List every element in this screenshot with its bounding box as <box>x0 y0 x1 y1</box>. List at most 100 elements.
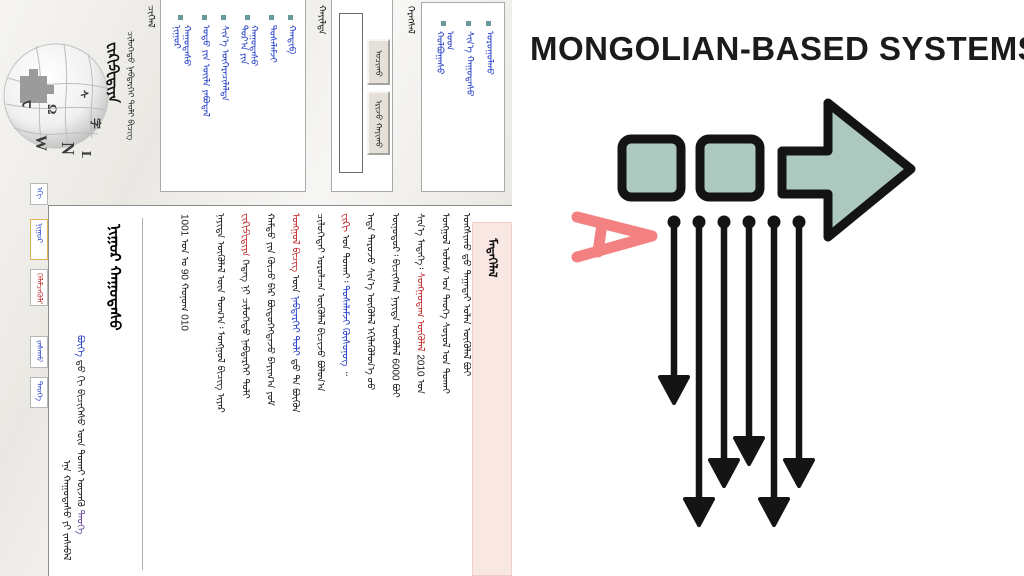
content-column: ᠮᠣᠩᠭᠣᠯ ᠤᠯᠤᠰ ᠤᠨ ᠲᠡᠦᠬᠡ ᠰᠣᠶᠣᠯ ᠤᠨ ᠲᠤᠬᠠᠢ <box>439 213 450 573</box>
text-segment: ᠡᠨᠳᠡ ᠳᠠᠷᠤᠵᠤ ᠰᠢᠨ᠎ᠡ ᠥᠭᠦᠯᠡᠯ ᠡᠬᠢᠯᠡᠭᠦᠯᠦᠨ᠎ᠡ ᠦᠦ <box>364 213 375 391</box>
red-link[interactable]: ᠰᠣᠩᠭᠣᠳᠠᠭ ᠥᠭᠦᠯᠡᠯ <box>414 272 425 352</box>
reading-direction-arrows <box>658 215 815 527</box>
reading-arrow <box>758 215 790 527</box>
sidebar-item-link[interactable]: ᠳᠤᠷ᠎ᠠ ᠶᠢᠨ ᠬᠠᠭᠤᠳᠠᠰᠤ <box>237 25 258 67</box>
tools-panel: ᠬᠣᠯᠪᠣᠭᠠᠰᠤ ᠤᠳ ᠰᠢᠨ᠎ᠡ ᠬᠠᠭᠤᠳᠠᠰᠤ ᠣᠷᠣᠭᠤᠯᠬᠤ <box>421 2 505 192</box>
column-square <box>617 134 686 202</box>
text-segment: ᠳ᠋ᠦ ᠬᠢ ᠪᠢᠴᠢᠭᠡᠰᠦ ᠦᠨ ᠲᠤᠬᠠᠢ ᠦᠵᠡᠬᠦ <box>74 356 85 510</box>
tools-panel-caption: ᠬᠡᠷᠡᠭᠰᠡᠯ <box>405 6 415 34</box>
content-column: ᠴᠢᠯᠦᠭᠡᠲᠡᠢ ᠣᠷᠣᠯᠴᠠᠨ ᠥᠭᠦᠯᠡᠯ ᠪᠢᠴᠢᠵᠦ ᠪᠣᠯᠣᠨ᠎ᠠ <box>314 213 325 573</box>
square-bullet-icon <box>466 21 472 26</box>
tab-extra[interactable]: ᠡᠬᠢ <box>30 183 48 205</box>
content-column: ᠮᠣᠩᠭᠣᠯ ᠪᠢᠴᠢᠭ ᠦᠨ ᠨᠡᠪᠲᠡᠷᠬᠡᠢ ᠲᠣᠯᠢ ᠳ᠋ᠤ ᠲᠠ ᠪᠦ… <box>289 213 300 573</box>
slide-title: MONGOLIAN-BASED SYSTEMS <box>530 30 1024 67</box>
content-column: 1001 ᠣᠨ ᠤ 90 ᠬᠣᠨᠣᠭ 010 <box>178 214 189 364</box>
sidebar-item-1[interactable]: ᠣᠳᠣ ᠶᠢᠨ ᠦᠢᠯᠡ ᠶᠠᠪᠤᠳᠠᠯ <box>200 15 210 120</box>
square-bullet-icon <box>288 15 294 20</box>
tab-history[interactable]: ᠲᠡᠦᠬᠡ <box>30 377 48 408</box>
visited-link[interactable]: ᠲᠡᠦᠬᠡ <box>74 509 85 535</box>
tab-label: ᠡᠬᠢ <box>35 187 44 200</box>
slide-right-half: MONGOLIAN-BASED SYSTEMS <box>512 0 1024 576</box>
tools-item-0[interactable]: ᠬᠣᠯᠪᠣᠭᠠᠰᠤ ᠤᠳ <box>434 21 454 99</box>
search-panel-caption: ᠬᠠᠶᠢᠯᠲᠠ <box>316 5 326 35</box>
text-segment: ᠤᠩᠰᠢᠬᠤ ᠳ᠋ᠤ ᠲᠠᠭᠠᠲᠠᠢ ᠣᠯᠠᠨ ᠥᠭᠦᠯᠡᠯ ᠪᠤᠢ <box>460 213 471 377</box>
sidebar-item-4[interactable]: ᠲᠤᠰᠠᠯᠠᠮᠵᠢ <box>267 15 277 120</box>
svg-text:W: W <box>32 135 49 151</box>
text-segment: 2010 ᠣᠨ <box>414 351 425 395</box>
tools-item-2[interactable]: ᠣᠷᠣᠭᠤᠯᠬᠤ <box>484 21 494 99</box>
red-link[interactable]: ᠸᠢᠺᠢᠫᠧᠳᠢᠶᠠ <box>239 213 250 257</box>
text-segment: ᠳ᠋ᠤ ᠲᠠ ᠪᠦᠬᠦᠨ <box>289 355 300 414</box>
tab-label: ᠨᠢᠭᠤᠷ <box>35 223 44 243</box>
search-input[interactable] <box>339 13 363 173</box>
content-column: ᠡᠨᠳᠡ ᠳᠠᠷᠤᠵᠤ ᠰᠢᠨ᠎ᠡ ᠥᠭᠦᠯᠡᠯ ᠡᠬᠢᠯᠡᠭᠦᠯᠦᠨ᠎ᠡ ᠦᠦ <box>364 213 375 573</box>
column-square <box>695 134 765 202</box>
text-segment: ᠭᠡᠳᠡᠭ ᠨᠢ ᠴᠢᠯᠦᠭᠡᠲᠦ ᠨᠡᠪᠲᠡᠷᠬᠡᠢ ᠲᠣᠯᠢ <box>239 256 250 399</box>
content-column: ᠪᠦᠭᠡ ᠳ᠋ᠦ ᠬᠢ ᠪᠢᠴᠢᠭᠡᠰᠦ ᠦᠨ ᠲᠤᠬᠠᠢ ᠦᠵᠡᠬᠦ ᠲᠡᠦᠬ… <box>74 335 85 573</box>
page-title: ᠨᠢᠭᠤᠷ ᠬᠠᠭᠤᠳᠠᠰᠤ <box>106 224 122 331</box>
reading-arrow <box>658 215 690 405</box>
tab-label: ᠬᠡᠯᠡᠯᠴᠡᠭᠦᠯᠭᠡ <box>35 273 44 304</box>
text-segment: ᠮᠣᠩᠭᠣᠯ ᠤᠯᠤᠰ ᠤᠨ ᠲᠡᠦᠬᠡ ᠰᠣᠶᠣᠯ ᠤᠨ ᠲᠤᠬᠠᠢ <box>439 213 450 394</box>
sidebar-item-2[interactable]: ᠰᠢᠨ᠎ᠡ ᠥᠭᠡᠷᠡᠴᠢᠯᠡᠯᠲᠡ <box>219 15 229 120</box>
content-area <box>48 205 512 576</box>
tools-item-link[interactable]: ᠰᠢᠨ᠎ᠡ ᠬᠠᠭᠤᠳᠠᠰᠤ <box>463 31 474 97</box>
sidebar-item-link[interactable]: ᠰᠢᠨ᠎ᠡ ᠥᠭᠡᠷᠡᠴᠢᠯᠡᠯᠲᠡ <box>218 25 229 102</box>
text-segment: ᠤᠨ ᠲᠤᠬᠠᠢ᠄ <box>339 231 350 286</box>
wiki-link[interactable]: ᠪᠦᠭᠡ <box>74 335 85 357</box>
tools-item-link[interactable]: ᠬᠣᠯᠪᠣᠭᠠᠰᠤ ᠤᠳ <box>434 31 454 75</box>
tab-edit[interactable]: ᠵᠠᠰᠠᠬᠤ <box>30 336 48 368</box>
column-squares <box>617 134 765 202</box>
text-segment: ᠃ <box>339 366 350 376</box>
text-segment: ᠦᠨ <box>289 272 300 296</box>
text-segment: ᠨᠡᠶᠢᠲᠡ ᠥᠭᠦᠯᠡᠯ ᠦᠨ ᠲᠣᠭ᠎ᠠ᠄ ᠮᠣᠩᠭᠣᠯ ᠪᠢᠴᠢᠭ ᠢᠶᠡ… <box>214 213 225 413</box>
wordmark-tagline: ᠴᠢᠯᠦᠭᠡᠲᠦ ᠨᠡᠪᠲᠡᠷᠬᠡᠢ ᠲᠣᠯᠢ ᠪᠢᠴᠢᠭ <box>126 31 136 141</box>
square-bullet-icon <box>221 15 227 20</box>
tab-article[interactable]: ᠨᠢᠭᠤᠷ <box>30 219 48 260</box>
red-link[interactable]: ᠮᠣᠩᠭᠣᠯ ᠪᠢᠴᠢᠭ <box>289 213 300 273</box>
square-bullet-icon <box>269 15 275 20</box>
content-column: ᠸᠢᠺᠢᠫᠧᠳᠢᠶᠠ ᠭᠡᠳᠡᠭ ᠨᠢ ᠴᠢᠯᠦᠭᠡᠲᠦ ᠨᠡᠪᠲᠡᠷᠬᠡᠢ ᠲ… <box>239 213 250 573</box>
tab-label: ᠲᠡᠦᠬᠡ <box>35 381 44 401</box>
search-search-button[interactable]: ᠡᠷᠢᠵᠦ ᠬᠠᠶᠢᠬᠤ <box>367 91 390 155</box>
sidebar-item-5[interactable]: ᠬᠠᠨᠳᠢᠪ <box>286 15 296 120</box>
columns-direction-arrow <box>777 98 916 242</box>
tab-label: ᠵᠠᠰᠠᠬᠤ <box>35 340 44 363</box>
news-box-heading: ᠮᠡᠳᠡᠭᠡᠯᠡᠯ <box>486 238 499 278</box>
heading-rule <box>142 218 143 570</box>
search-go-button[interactable]: ᠣᠴᠢᠬᠤ <box>367 39 390 85</box>
text-segment: ᠡᠨᠡ ᠬᠠᠭᠤᠳᠠᠰᠤ ᠶᠢ ᠵᠠᠰᠠᠪᠠᠯ <box>60 460 71 561</box>
sidebar-item-3[interactable]: ᠳᠤᠷ᠎ᠠ ᠶᠢᠨ ᠬᠠᠭᠤᠳᠠᠰᠤ <box>238 15 258 120</box>
svg-text:N: N <box>58 142 78 155</box>
square-bullet-icon <box>245 15 251 20</box>
svg-text:ᠰ: ᠰ <box>77 90 89 99</box>
puzzle-piece <box>20 69 54 103</box>
tools-item-1[interactable]: ᠰᠢᠨ᠎ᠡ ᠬᠠᠭᠤᠳᠠᠰᠤ <box>464 21 474 99</box>
content-column: ᠨᠡᠶᠢᠲᠡ ᠥᠭᠦᠯᠡᠯ ᠦᠨ ᠲᠣᠭ᠎ᠠ᠄ ᠮᠣᠩᠭᠣᠯ ᠪᠢᠴᠢᠭ ᠢᠶᠡ… <box>214 213 225 573</box>
square-bullet-icon <box>178 15 184 20</box>
wiki-link[interactable]: ᠨᠡᠪᠲᠡᠷᠬᠡᠢ ᠲᠣᠯᠢ <box>289 295 300 356</box>
tab-discussion[interactable]: ᠬᠡᠯᠡᠯᠴᠡᠭᠦᠯᠭᠡ <box>30 269 48 306</box>
tools-item-link[interactable]: ᠣᠷᠣᠭᠤᠯᠬᠤ <box>483 31 494 75</box>
svg-text:Ω: Ω <box>45 104 60 114</box>
sidebar-item-link[interactable]: ᠲᠤᠰᠠᠯᠠᠮᠵᠢ <box>266 25 277 63</box>
reading-arrow <box>733 215 765 466</box>
sidebar-item-0[interactable]: ᠨᠢᠭᠤᠷ ᠬᠠᠭᠤᠳᠠᠰᠤ <box>171 15 191 120</box>
writing-direction-diagram <box>571 98 916 527</box>
nav-panel-caption: ᠴᠢᠭᠯᠡᠯ <box>145 5 155 28</box>
text-segment: 1001 ᠣᠨ ᠤ 90 ᠬᠣᠨᠣᠭ 010 <box>178 214 189 331</box>
svg-text:字: 字 <box>89 118 103 129</box>
nav-panel: ᠨᠢᠭᠤᠷ ᠬᠠᠭᠤᠳᠠᠰᠤ ᠣᠳᠣ ᠶᠢᠨ ᠦᠢᠯᠡ ᠶᠠᠪᠤᠳᠠᠯ ᠰᠢᠨ᠎ᠡ … <box>160 0 306 192</box>
content-column: ᠰᠢᠨ᠎ᠡ ᠮᠡᠳᠡᠭᠡ᠄ ᠰᠣᠩᠭᠣᠳᠠᠭ ᠥᠭᠦᠯᠡᠯ 2010 ᠣᠨ <box>414 213 425 573</box>
red-link[interactable]: ᠸᠢᠺᠢ <box>339 213 350 232</box>
text-segment: ᠰᠢᠨ᠎ᠡ ᠮᠡᠳᠡᠭᠡ᠄ <box>414 213 425 272</box>
sidebar-item-link[interactable]: ᠬᠠᠨᠳᠢᠪ <box>285 25 296 55</box>
sidebar-item-link[interactable]: ᠨᠢᠭᠤᠷ ᠬᠠᠭᠤᠳᠠᠰᠤ <box>171 25 191 67</box>
wordmark-title: ᠸᠢᠺᠢᠫᠧᠳᠢᠶᠠ <box>106 42 121 103</box>
sidebar-item-link[interactable]: ᠣᠳᠣ ᠶᠢᠨ ᠦᠢᠯᠡ ᠶᠠᠪᠤᠳᠠᠯ <box>199 25 210 117</box>
wiki-link[interactable]: ᠲᠤᠰᠠᠯᠠᠮᠵᠢ ᠬᠦᠰᠦᠨᠦᠭ <box>339 285 350 367</box>
square-bullet-icon <box>202 15 208 20</box>
content-column: ᠸᠢᠺᠢ ᠤᠨ ᠲᠤᠬᠠᠢ᠄ ᠲᠤᠰᠠᠯᠠᠮᠵᠢ ᠬᠦᠰᠦᠨᠦᠭ ᠃ <box>339 213 350 573</box>
